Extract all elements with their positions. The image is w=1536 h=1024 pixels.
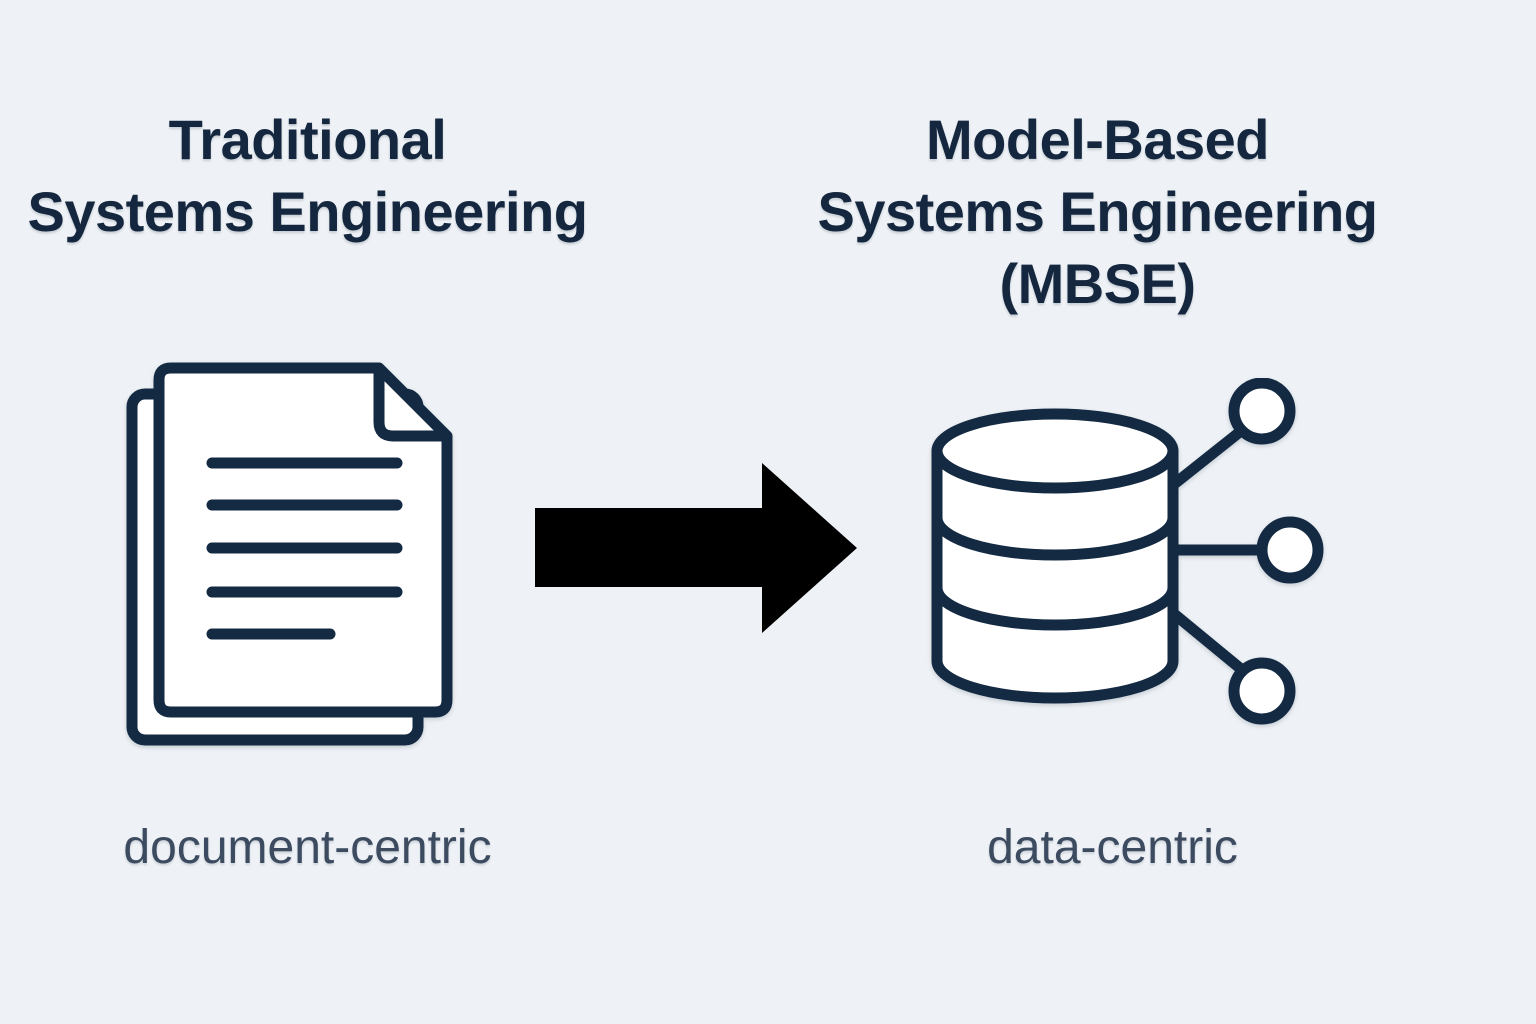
right-arrow-icon [535, 463, 857, 633]
left-caption: document-centric [123, 821, 492, 874]
right-caption: data-centric [987, 821, 1238, 874]
network-connector-lines [1167, 425, 1264, 675]
document-text-lines [206, 457, 403, 640]
arrow-shape [535, 463, 857, 633]
database-band-shape [931, 512, 1179, 561]
right-column-title: Model-Based Systems Engineering (MBSE) [817, 108, 1378, 315]
database-band-shape [931, 582, 1179, 631]
page-fold-shape [373, 364, 449, 442]
document-stack-icon [126, 362, 453, 746]
front-page-shape [153, 362, 453, 718]
database-network-icon [931, 378, 1324, 725]
network-node-circles [1228, 378, 1324, 725]
database-top-shape [931, 408, 1179, 494]
left-column-title: Traditional Systems Engineering [27, 108, 588, 243]
database-body-shape [931, 445, 1179, 704]
